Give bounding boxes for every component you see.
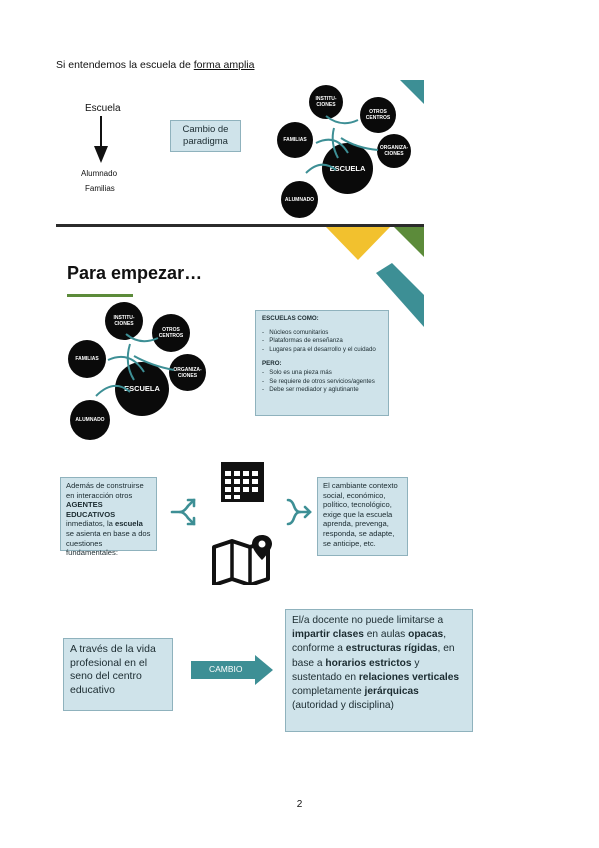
docente-b6: jerárquicas	[364, 686, 419, 698]
agentes-box: Además de construirse en interacción otr…	[60, 477, 157, 557]
connector-arrows-icon	[305, 115, 379, 174]
bubble-organizaciones: ORGANIZA-CIONES	[169, 354, 206, 391]
docente-b4: horarios estrictos	[325, 657, 412, 669]
docente-r7: (autoridad y disciplina)	[292, 700, 394, 712]
pero-item-1: - Solo es una pieza más	[262, 368, 332, 376]
familias-label: Familias	[85, 184, 115, 193]
docente-b1: impartir clases	[292, 629, 364, 641]
bubble-alumnado-label: ALUMNADO	[284, 196, 315, 203]
cambio-arrow: CAMBIO	[191, 655, 273, 685]
heading-text: Si entendemos la escuela de	[56, 59, 194, 71]
bubble-familias-label: FAMILIAS	[75, 356, 99, 362]
decorative-triangles	[326, 227, 424, 327]
title-underline	[67, 294, 133, 297]
bubble-instituciones: INSTITU-CIONES	[105, 302, 143, 340]
escuelas-box: ESCUELAS COMO: - Núcleos comunitarios - …	[255, 310, 389, 416]
bubble-familias-label: FAMILIAS	[283, 137, 307, 143]
agentes-text-2: inmediatos, la	[66, 519, 115, 529]
bubble-familias: FAMILIAS	[277, 122, 313, 158]
escuelas-item-2-text: Plataformas de enseñanza	[269, 337, 343, 345]
bubble-instituciones-label: INSTITU-CIONES	[315, 96, 337, 108]
bubble-escuela-label: ESCUELA	[329, 163, 366, 173]
bubble-escuela-label: ESCUELA	[124, 384, 160, 393]
docente-r6: completamente	[292, 686, 365, 698]
escuelas-item-1-text: Núcleos comunitarios	[269, 328, 329, 336]
paradigm-box: Cambio de paradigma	[170, 120, 241, 152]
bubble-alumnado: ALUMNADO	[70, 400, 110, 440]
pero-item-2: - Se requiere de otros servicios/agentes	[262, 377, 375, 385]
bubble-alumnado-label: ALUMNADO	[75, 417, 105, 423]
merge-arrow-icon	[286, 498, 312, 526]
docente-r4: , en base a	[292, 643, 455, 669]
bubble-organizaciones: ORGANIZA-CIONES	[377, 134, 411, 168]
escuela-label: Escuela	[85, 103, 121, 114]
split-arrow-icon	[170, 498, 196, 526]
bubble-alumnado: ALUMNADO	[281, 181, 318, 218]
contexto-box: El cambiante contexto social, económico,…	[317, 477, 408, 556]
pero-item-3: - Debe ser mediador y aglutinante	[262, 386, 359, 394]
heading: Si entendemos la escuela de forma amplia	[56, 59, 254, 71]
escuelas-box-title: ESCUELAS COMO:	[262, 315, 319, 322]
teal-corner-triangle	[400, 80, 424, 104]
bubble-otros-centros: OTROS CENTROS	[152, 314, 190, 352]
slide2-title: Para empezar…	[67, 263, 203, 283]
slide-1: Escuela Alumnado Familias Cambio de para…	[56, 80, 424, 228]
vida-profesional-box: A través de la vida profesional en el se…	[63, 638, 173, 711]
agentes-text-1: Además de construirse en interacción otr…	[66, 481, 144, 500]
vida-profesional-text: A través de la vida profesional en el se…	[70, 643, 156, 696]
alumnado-label: Alumnado	[81, 169, 118, 178]
docente-box: El/a docente no puede limitarse a impart…	[285, 609, 473, 732]
bubble-instituciones: INSTITU-CIONES	[309, 85, 343, 119]
slide-separator	[56, 224, 424, 227]
bubble-otros-label: OTROS CENTROS	[158, 327, 184, 339]
pero-item-1-text: Solo es una pieza más	[269, 368, 332, 376]
down-arrow-icon	[94, 116, 108, 163]
pero-title: PERO:	[262, 360, 282, 368]
bubble-otros-label: OTROS CENTROS	[365, 109, 391, 121]
cambio-label: CAMBIO	[209, 664, 243, 674]
contexto-text: El cambiante contexto social, económico,…	[323, 481, 398, 548]
docente-r1: El/a docente no puede limitarse a	[292, 615, 444, 626]
escuelas-item-2: - Plataformas de enseñanza	[262, 337, 343, 345]
bubble-otros-centros: OTROS CENTROS	[360, 97, 396, 133]
bubble-familias: FAMILIAS	[68, 340, 106, 378]
bubble-organizaciones-label: ORGANIZA-CIONES	[173, 366, 202, 379]
heading-link[interactable]: forma amplia	[193, 59, 255, 71]
agentes-bold-2: escuela	[114, 519, 143, 529]
calendar-icon	[221, 462, 264, 502]
pero-item-3-text: Debe ser mediador y aglutinante	[269, 386, 359, 394]
slide2-diagram: INSTITU-CIONES OTROS CENTROS FAMILIAS OR…	[64, 302, 214, 442]
connector-arrows-icon	[95, 333, 175, 397]
docente-r2: en aulas	[363, 629, 409, 641]
docente-r5: y sustentado en	[292, 657, 420, 683]
bubble-instituciones-label: INSTITU-CIONES	[113, 315, 135, 327]
docente-b3: estructuras rígidas	[345, 643, 438, 655]
pero-item-2-text: Se requiere de otros servicios/agentes	[269, 377, 375, 385]
docente-b2: opacas	[408, 629, 444, 641]
bubble-organizaciones-label: ORGANIZA-CIONES	[379, 145, 409, 157]
docente-b5: relaciones verticales	[358, 671, 460, 683]
cambio-arrow-shape	[191, 655, 273, 685]
escuelas-item-3: - Lugares para el desarrollo y el cuidad…	[262, 345, 376, 353]
map-pin-icon	[212, 535, 272, 585]
page-number: 2	[296, 799, 303, 810]
paradigm-text: Cambio de paradigma	[182, 124, 229, 147]
agentes-bold-1: AGENTES EDUCATIVOS	[66, 500, 116, 519]
escuelas-item-3-text: Lugares para el desarrollo y el cuidado	[269, 345, 376, 353]
escuelas-item-1: - Núcleos comunitarios	[262, 328, 329, 336]
docente-r3: , conforme a	[292, 629, 447, 655]
agentes-text-3: se asienta en base a dos cuestiones fund…	[66, 528, 151, 558]
